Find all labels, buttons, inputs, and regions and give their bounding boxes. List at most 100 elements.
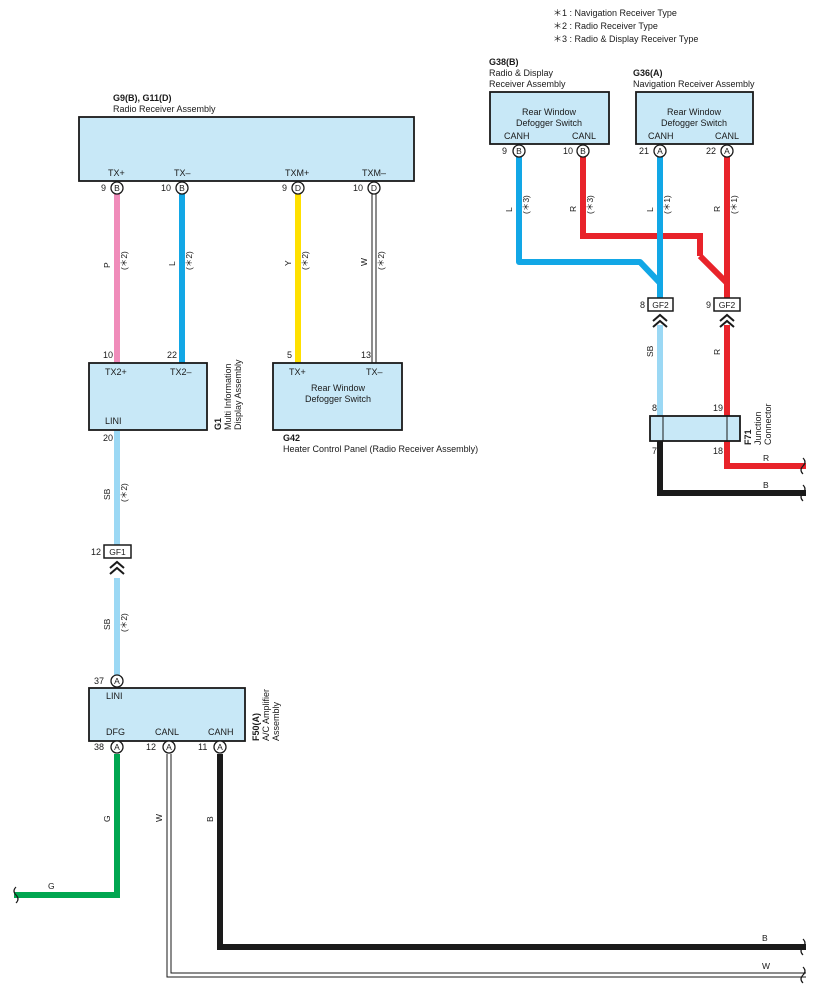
wire-label-w-g9: W	[359, 258, 369, 266]
g9-conn-circle-1: B	[110, 181, 124, 195]
wire-label-l-g9: L	[167, 261, 177, 266]
f71-name-line2: Connector	[763, 403, 773, 445]
g1-pin-num-lini: 20	[103, 433, 113, 443]
svg-text:A: A	[217, 742, 223, 752]
wire-note-l-g38: (＊3)	[521, 195, 531, 214]
g36-pin-num-canh: 21	[639, 146, 649, 156]
f50-pin-num-canl: 12	[146, 742, 156, 752]
g1-pin-num-tx2m: 22	[167, 350, 177, 360]
g38-pin-num-canl: 10	[563, 146, 573, 156]
svg-text:A: A	[657, 146, 663, 156]
gf2b-pin-num: 9	[706, 300, 711, 310]
gf1-id: GF1	[109, 547, 126, 557]
wire-break-marks	[13, 457, 806, 984]
svg-text:A: A	[166, 742, 172, 752]
wire-label-r-g38: R	[568, 206, 578, 212]
component-g42: 5 13 TX+ TX– Rear Window Defogger Switch…	[272, 350, 478, 454]
g1-box	[88, 362, 208, 431]
g36-conn-circle-canh: A	[653, 144, 667, 158]
g38-pin-label-canh: CANH	[504, 131, 530, 141]
wire-red-r-g38	[580, 157, 703, 256]
f50-pin-label-canh: CANH	[208, 727, 234, 737]
svg-text:D: D	[295, 183, 301, 193]
g9-pin-num-3: 9	[282, 183, 287, 193]
wire-red-r-out	[724, 441, 806, 469]
gf2a-id: GF2	[652, 300, 669, 310]
g1-pin-label-tx2p: TX2+	[105, 367, 127, 377]
g36-inner-line2: Defogger Switch	[661, 118, 727, 128]
component-g9: G9(B), G11(D) Radio Receiver Assembly TX…	[78, 93, 415, 195]
g1-name-line1: Multi Information	[223, 363, 233, 430]
g38-inner-line1: Rear Window	[522, 107, 577, 117]
g42-pin-num-txp: 5	[287, 350, 292, 360]
svg-text:B: B	[516, 146, 522, 156]
g9-conn-circle-3: D	[291, 181, 305, 195]
f50-pin-num-lini: 37	[94, 676, 104, 686]
svg-text:B: B	[114, 183, 120, 193]
g38-pin-num-canh: 9	[502, 146, 507, 156]
g1-pin-label-lini: LINI	[105, 416, 122, 426]
component-g36: G36(A) Navigation Receiver Assembly Rear…	[633, 68, 755, 158]
f71-pin-num-19: 19	[713, 403, 723, 413]
f50-name-line1: A/C Amplifier	[261, 689, 271, 741]
f71-pin-num-7: 7	[652, 446, 657, 456]
svg-text:B: B	[179, 183, 185, 193]
g36-inner-line1: Rear Window	[667, 107, 722, 117]
g36-code: G36(A)	[633, 68, 663, 78]
joint-gf1: 12 GF1	[91, 544, 132, 575]
g38-code: G38(B)	[489, 57, 519, 67]
wire-note-l-g36: (＊1)	[662, 195, 672, 214]
g36-name: Navigation Receiver Assembly	[633, 79, 755, 89]
wire-blue-l-g38	[516, 157, 663, 298]
wire-labels-f50: G W B G B W	[48, 814, 770, 971]
wire-label-sb-lower: SB	[102, 618, 112, 630]
g42-pin-num-txm: 13	[361, 350, 371, 360]
svg-text:B: B	[580, 146, 586, 156]
gf1-pin-num: 12	[91, 547, 101, 557]
wire-label-g-out: G	[48, 881, 55, 891]
g9-pin-label-txmm: TXM–	[362, 168, 386, 178]
f50-pin-num-dfg: 38	[94, 742, 104, 752]
f50-conn-circle-canl: A	[162, 740, 176, 754]
f50-pin-label-lini: LINI	[106, 691, 123, 701]
g9-name: Radio Receiver Assembly	[113, 104, 216, 114]
g38-name-line1: Radio & Display	[489, 68, 554, 78]
wire-note-sb-upper: (＊2)	[119, 483, 129, 502]
wire-note-w-g9: (＊2)	[376, 251, 386, 270]
g9-pin-num-2: 10	[161, 183, 171, 193]
wire-note-p: (＊2)	[119, 251, 129, 270]
g42-inner-line1: Rear Window	[311, 383, 366, 393]
g1-code: G1	[213, 418, 223, 430]
f50-conn-circle-canh: A	[213, 740, 227, 754]
wire-label-y: Y	[283, 260, 293, 266]
wire-label-r-g36: R	[712, 206, 722, 212]
wire-label-b-bottom: B	[762, 933, 768, 943]
component-g38: G38(B) Radio & Display Receiver Assembly…	[489, 57, 610, 158]
wire-labels-top-right: L (＊3) R (＊3) L (＊1) R (＊1)	[504, 195, 739, 214]
wire-label-r-f71: R	[712, 349, 722, 355]
g9-pin-num-1: 9	[101, 183, 106, 193]
g38-conn-circle-canl: B	[576, 144, 590, 158]
svg-text:A: A	[114, 742, 120, 752]
wire-labels-g9: P (＊2) L (＊2) Y (＊2) W (＊2)	[102, 251, 386, 270]
svg-text:D: D	[371, 183, 377, 193]
g9-pin-label-txp: TX+	[108, 168, 125, 178]
joint-gf2a: 8 GF2	[640, 297, 674, 328]
f50-conn-circle-lini: A	[110, 674, 124, 688]
g36-conn-circle-canl: A	[720, 144, 734, 158]
legend-item-2: ＊2 : Radio Receiver Type	[553, 21, 658, 31]
wire-label-l-g36: L	[645, 207, 655, 212]
wire-label-r-out: R	[763, 453, 769, 463]
svg-text:A: A	[114, 676, 120, 686]
component-f71: 8 19 7 18 F71 Junction Connector	[649, 403, 773, 456]
g38-conn-circle-canh: B	[512, 144, 526, 158]
wire-label-w-canl: W	[154, 814, 164, 822]
g9-pin-label-txm: TX–	[174, 168, 191, 178]
g9-pin-num-4: 10	[353, 183, 363, 193]
wire-label-g-dfg: G	[102, 815, 112, 822]
g42-pin-label-txm: TX–	[366, 367, 383, 377]
wire-label-p: P	[102, 262, 112, 268]
wire-note-l-g9: (＊2)	[184, 251, 194, 270]
f50-code: F50(A)	[251, 713, 261, 741]
